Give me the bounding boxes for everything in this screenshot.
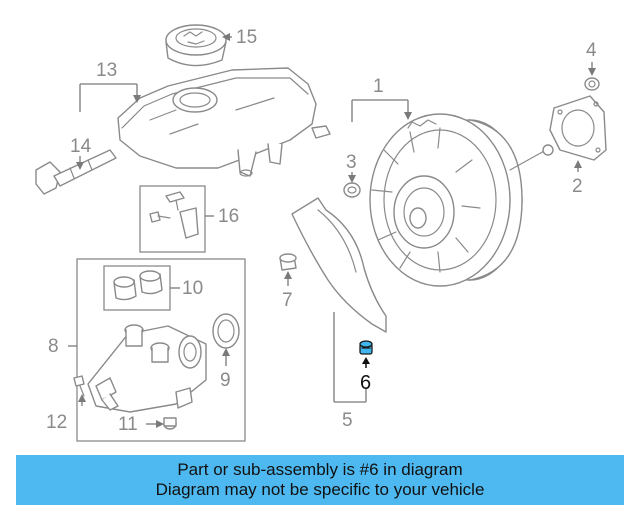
banner-line-2: Diagram may not be specific to your vehi… xyxy=(155,480,485,499)
booster-gasket[interactable] xyxy=(549,95,607,161)
booster-grommet-3[interactable] xyxy=(343,182,361,198)
arrow-7 xyxy=(284,271,292,279)
callout-14[interactable]: 14 xyxy=(70,136,92,157)
reservoir-cap[interactable] xyxy=(165,24,227,67)
parts-diagram: 15 13 14 16 8 xyxy=(35,24,607,442)
heat-shield[interactable] xyxy=(291,197,387,333)
highlighted-part-6[interactable] xyxy=(359,340,373,355)
grommet-7[interactable] xyxy=(279,253,297,271)
callout-13[interactable]: 13 xyxy=(96,60,117,81)
arrow-13 xyxy=(133,95,141,103)
arrow-9 xyxy=(222,348,230,356)
callout-10[interactable]: 10 xyxy=(182,278,203,299)
arrow-3 xyxy=(348,175,356,183)
arrow-2 xyxy=(574,160,582,168)
arrow-12 xyxy=(78,394,86,402)
arrow-11 xyxy=(156,420,164,428)
callout-4[interactable]: 4 xyxy=(586,40,597,61)
o-ring[interactable] xyxy=(212,313,240,349)
arrow-4 xyxy=(588,68,596,76)
callout-1[interactable]: 1 xyxy=(373,76,384,97)
master-cylinder-box xyxy=(76,258,246,442)
nut-11[interactable] xyxy=(163,417,177,430)
sensor-parts[interactable] xyxy=(149,191,199,239)
callout-15[interactable]: 15 xyxy=(236,27,257,48)
reservoir-hose[interactable] xyxy=(35,149,117,195)
nut-4[interactable] xyxy=(584,77,600,91)
brake-fluid-reservoir[interactable] xyxy=(117,67,331,177)
callout-5[interactable]: 5 xyxy=(342,410,353,431)
callout-6[interactable]: 6 xyxy=(360,372,371,394)
reservoir-seals[interactable] xyxy=(113,270,163,301)
arrow-14 xyxy=(76,162,84,170)
sensor-group-box xyxy=(139,185,206,253)
callout-8[interactable]: 8 xyxy=(48,336,59,357)
banner-line-1: Part or sub-assembly is #6 in diagram xyxy=(177,460,463,479)
arrow-6 xyxy=(362,357,370,364)
arrow-15 xyxy=(222,33,230,41)
info-banner: Part or sub-assembly is #6 in diagram Di… xyxy=(16,455,624,505)
callout-12[interactable]: 12 xyxy=(46,412,67,433)
callout-2[interactable]: 2 xyxy=(572,176,583,197)
callout-3[interactable]: 3 xyxy=(346,152,357,173)
brake-booster[interactable] xyxy=(369,113,554,287)
callout-7[interactable]: 7 xyxy=(282,290,293,311)
master-cylinder[interactable] xyxy=(87,324,207,413)
callout-9[interactable]: 9 xyxy=(220,370,231,391)
callout-16[interactable]: 16 xyxy=(218,206,239,227)
bolt-12[interactable] xyxy=(73,375,85,397)
callout-11[interactable]: 11 xyxy=(118,414,138,435)
arrow-1 xyxy=(404,112,412,120)
